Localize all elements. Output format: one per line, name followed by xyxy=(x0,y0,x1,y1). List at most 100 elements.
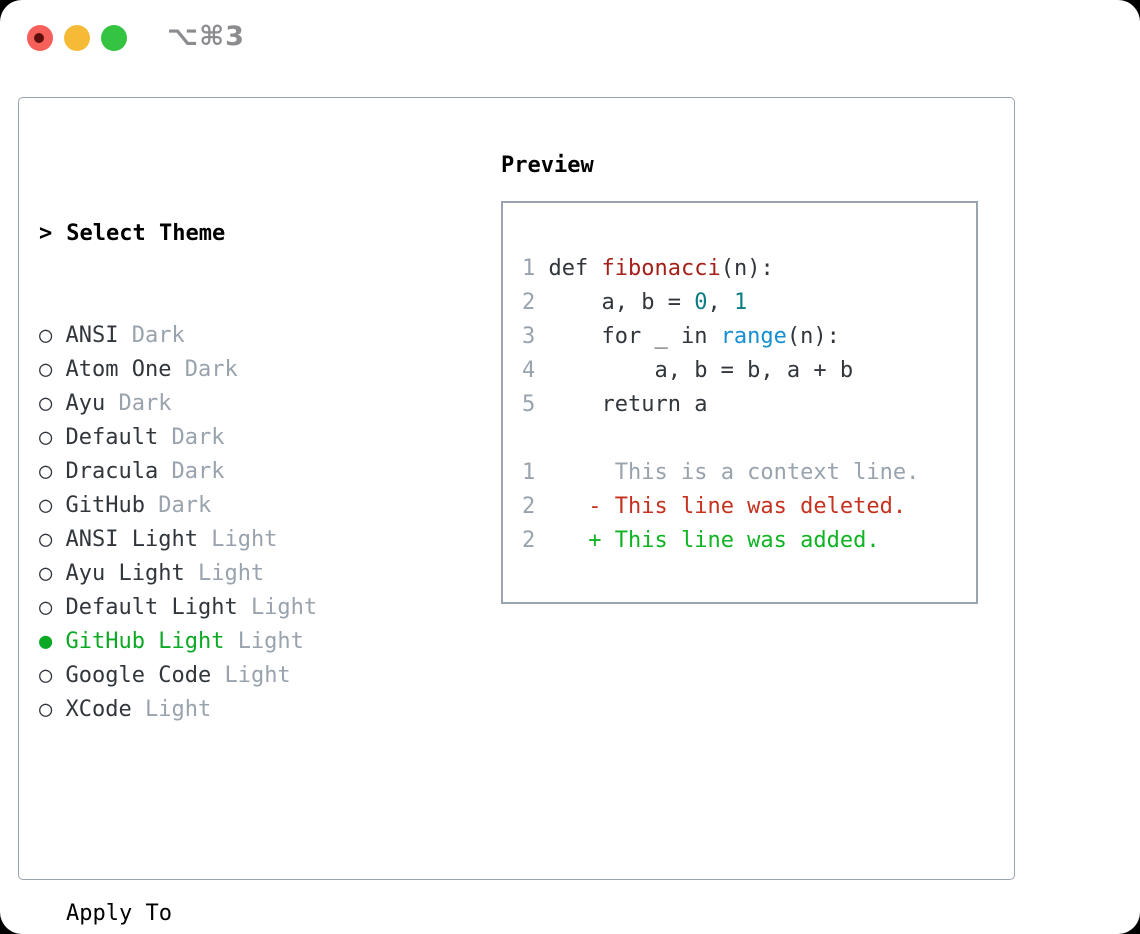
code-line: 4 a, b = b, a + b xyxy=(522,354,976,388)
theme-name: Dracula xyxy=(65,459,172,484)
line-number: 2 xyxy=(522,494,589,519)
section-gap xyxy=(39,795,410,829)
theme-variant: Light xyxy=(144,697,212,722)
select-theme-header: > Select Theme xyxy=(39,217,410,251)
diff-text: This line was added. xyxy=(614,528,880,553)
theme-option[interactable]: ○ Atom One Dark xyxy=(39,353,410,387)
theme-list-section: >Select Theme ○ ANSI Dark○ Atom One Dark… xyxy=(39,149,410,934)
theme-option[interactable]: ○ ANSI Light Light xyxy=(39,523,410,557)
minimize-button[interactable] xyxy=(64,25,90,51)
diff-text: This is a context line. xyxy=(614,460,920,485)
theme-option[interactable]: ● GitHub Light Light xyxy=(39,625,410,659)
radio-marker-icon: ○ xyxy=(39,595,66,620)
theme-name: ANSI xyxy=(65,323,132,348)
blank-line xyxy=(522,422,976,456)
theme-name: ANSI Light xyxy=(65,527,212,552)
line-number: 2 xyxy=(522,290,549,315)
diff-line: 2 + This line was added. xyxy=(522,524,976,558)
theme-option[interactable]: ○ GitHub Dark xyxy=(39,489,410,523)
theme-name: Default Light xyxy=(65,595,251,620)
code-line: 3 for _ in range(n): xyxy=(522,320,976,354)
code-line: 5 return a xyxy=(522,388,976,422)
code-line: 1 def fibonacci(n): xyxy=(522,252,976,286)
theme-name: Atom One xyxy=(65,357,185,382)
radio-marker-icon: ○ xyxy=(39,527,66,552)
theme-option[interactable]: ○ Google Code Light xyxy=(39,659,410,693)
apply-to-header: Apply To xyxy=(66,901,172,926)
diff-marker: - xyxy=(588,494,615,519)
theme-name: GitHub xyxy=(65,493,159,518)
theme-variant: Dark xyxy=(171,459,225,484)
theme-variant: Dark xyxy=(118,391,172,416)
theme-variant: Light xyxy=(211,527,278,552)
theme-name: Ayu Light xyxy=(65,561,198,586)
preview-title: Preview xyxy=(501,153,594,178)
code-token: fibonacci xyxy=(601,256,721,281)
cursor-marker: > xyxy=(39,221,53,246)
theme-variant: Dark xyxy=(184,357,238,382)
diff-text: This line was deleted. xyxy=(614,494,907,519)
radio-marker-icon: ○ xyxy=(39,697,66,722)
titlebar: ⌥⌘3 xyxy=(0,0,1140,75)
radio-marker-icon: ● xyxy=(39,629,66,654)
theme-option[interactable]: ○ XCode Light xyxy=(39,693,410,727)
code-token: range xyxy=(720,324,787,349)
code-token: (n): xyxy=(720,256,774,281)
radio-marker-icon: ○ xyxy=(39,357,66,382)
radio-marker-icon: ○ xyxy=(39,391,66,416)
theme-option[interactable]: ○ ANSI Dark xyxy=(39,319,410,353)
line-number: 1 xyxy=(522,460,589,485)
radio-marker-icon: ○ xyxy=(39,459,66,484)
code-token: a, b = xyxy=(548,290,695,315)
radio-marker-icon: ○ xyxy=(39,663,66,688)
preview-section: Preview 1 def fibonacci(n):2 a, b = 0, 1… xyxy=(501,98,978,604)
zoom-button[interactable] xyxy=(101,25,127,51)
code-token: 1 xyxy=(733,290,748,315)
line-number: 5 xyxy=(522,392,549,417)
theme-option[interactable]: ○ Dracula Dark xyxy=(39,455,410,489)
radio-marker-icon: ○ xyxy=(39,561,66,586)
theme-list: ○ ANSI Dark○ Atom One Dark○ Ayu Dark○ De… xyxy=(39,319,410,727)
code-token: 0 xyxy=(694,290,708,315)
theme-variant: Light xyxy=(250,595,318,620)
diff-marker: + xyxy=(588,528,615,553)
radio-marker-icon: ○ xyxy=(39,425,66,450)
line-number: 2 xyxy=(522,528,589,553)
close-button[interactable] xyxy=(27,25,53,51)
line-number: 1 xyxy=(522,256,549,281)
line-number: 3 xyxy=(522,324,549,349)
theme-option[interactable]: ○ Default Dark xyxy=(39,421,410,455)
theme-picker-panel: >Select Theme ○ ANSI Dark○ Atom One Dark… xyxy=(18,97,1015,926)
theme-variant: Dark xyxy=(158,493,212,518)
theme-variant: Light xyxy=(224,663,291,688)
theme-name: XCode xyxy=(65,697,145,722)
theme-name: Google Code xyxy=(65,663,225,688)
radio-marker-icon: ○ xyxy=(39,493,66,518)
theme-option[interactable]: ○ Default Light Light xyxy=(39,591,410,625)
theme-variant: Dark xyxy=(171,425,225,450)
diff-marker xyxy=(588,460,615,485)
code-token: def xyxy=(548,256,602,281)
diff-line: 1 This is a context line. xyxy=(522,456,976,490)
theme-variant: Light xyxy=(237,629,304,654)
theme-variant: Dark xyxy=(131,323,185,348)
theme-option[interactable]: ○ Ayu Light Light xyxy=(39,557,410,591)
select-theme-label: Select Theme xyxy=(66,221,226,246)
code-token: for _ in xyxy=(548,324,721,349)
code-token: , xyxy=(707,290,734,315)
code-token: (n): xyxy=(786,324,840,349)
traffic-lights xyxy=(27,25,127,51)
window-shortcut-label: ⌥⌘3 xyxy=(167,21,245,52)
theme-name: Default xyxy=(65,425,172,450)
radio-marker-icon: ○ xyxy=(39,323,66,348)
theme-variant: Light xyxy=(197,561,265,586)
code-token: a, b = b, a + b xyxy=(548,358,854,383)
theme-option[interactable]: ○ Ayu Dark xyxy=(39,387,410,421)
line-number: 4 xyxy=(522,358,549,383)
code-line: 2 a, b = 0, 1 xyxy=(522,286,976,320)
diff-line: 2 - This line was deleted. xyxy=(522,490,976,524)
theme-name: GitHub Light xyxy=(65,629,238,654)
